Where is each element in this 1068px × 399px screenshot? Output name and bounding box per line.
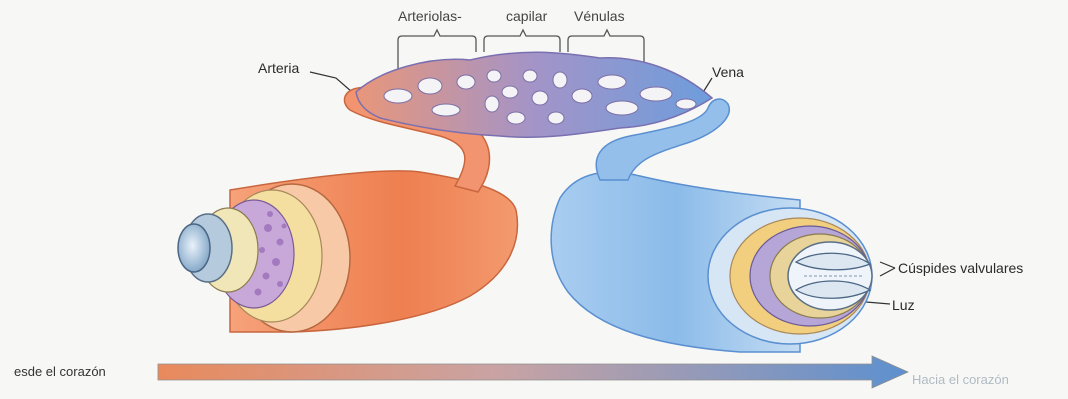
label-arteriolas: Arteriolas- (398, 8, 462, 24)
label-vena: Vena (712, 64, 744, 80)
flow-direction-arrow (158, 356, 908, 388)
label-arteria: Arteria (258, 60, 299, 76)
label-hacia-el-corazon: Hacia el corazón (912, 372, 1009, 387)
vein (551, 99, 872, 352)
artery-lumen (178, 224, 210, 272)
label-luz: Luz (892, 297, 915, 313)
label-capilar: capilar (506, 8, 547, 24)
microcirculation-network (356, 52, 712, 137)
label-venulas: Vénulas (574, 8, 625, 24)
label-desde-el-corazon: esde el corazón (14, 364, 106, 379)
label-cuspides-valvulares: Cúspides valvulares (898, 260, 1023, 276)
